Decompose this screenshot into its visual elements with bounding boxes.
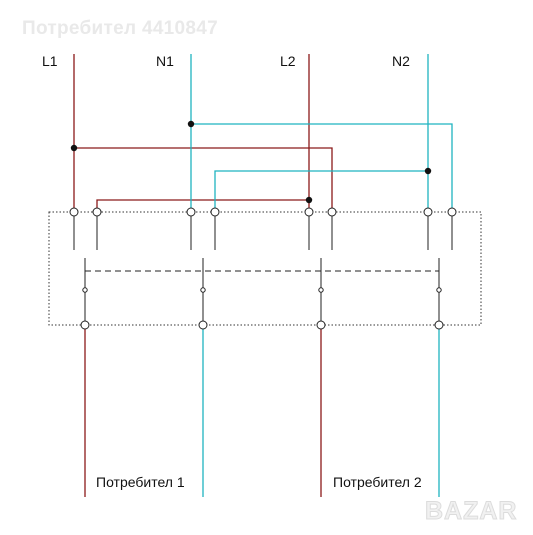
terminal-circle [327,207,337,217]
terminal-circle [423,207,433,217]
pivot-points [82,287,442,293]
input-terminals [69,207,457,217]
input-contact-stubs [73,212,453,250]
junction-dot [305,196,313,204]
l1-crossover-wire [74,147,333,212]
terminal-label-n1: N1 [156,53,174,69]
junction-dots [70,120,432,204]
watermark-text: Потребител 4410847 [22,18,219,39]
terminal-label-n2: N2 [392,53,410,69]
terminal-circle [198,320,208,330]
n1-crossover-wire [191,123,453,212]
terminal-circle [447,207,457,217]
output-terminals [80,320,444,330]
phase-wires [73,54,333,497]
svg-text:BAZAR: BAZAR [425,497,518,525]
terminal-circle [69,207,79,217]
junction-dot [424,167,432,175]
terminal-circle [304,207,314,217]
bazar-logo: BAZAR [425,497,518,526]
terminal-circle [434,320,444,330]
terminal-circle [316,320,326,330]
terminal-circle [80,320,90,330]
consumer-label-2: Потребител 2 [333,474,422,490]
junction-dot [187,120,195,128]
n2-crossover-wire [214,170,428,212]
terminal-label-l2: L2 [280,53,296,69]
terminal-label-l1: L1 [42,53,58,69]
consumer-label-1: Потребител 1 [96,474,185,490]
terminal-circle [92,207,102,217]
junction-dot [70,144,78,152]
terminal-circle [186,207,196,217]
switch-housing [48,211,482,326]
l2-crossover-wire [96,199,309,212]
neutral-wires [190,54,453,497]
switch-contact-blades [84,258,440,325]
terminal-circle [210,207,220,217]
